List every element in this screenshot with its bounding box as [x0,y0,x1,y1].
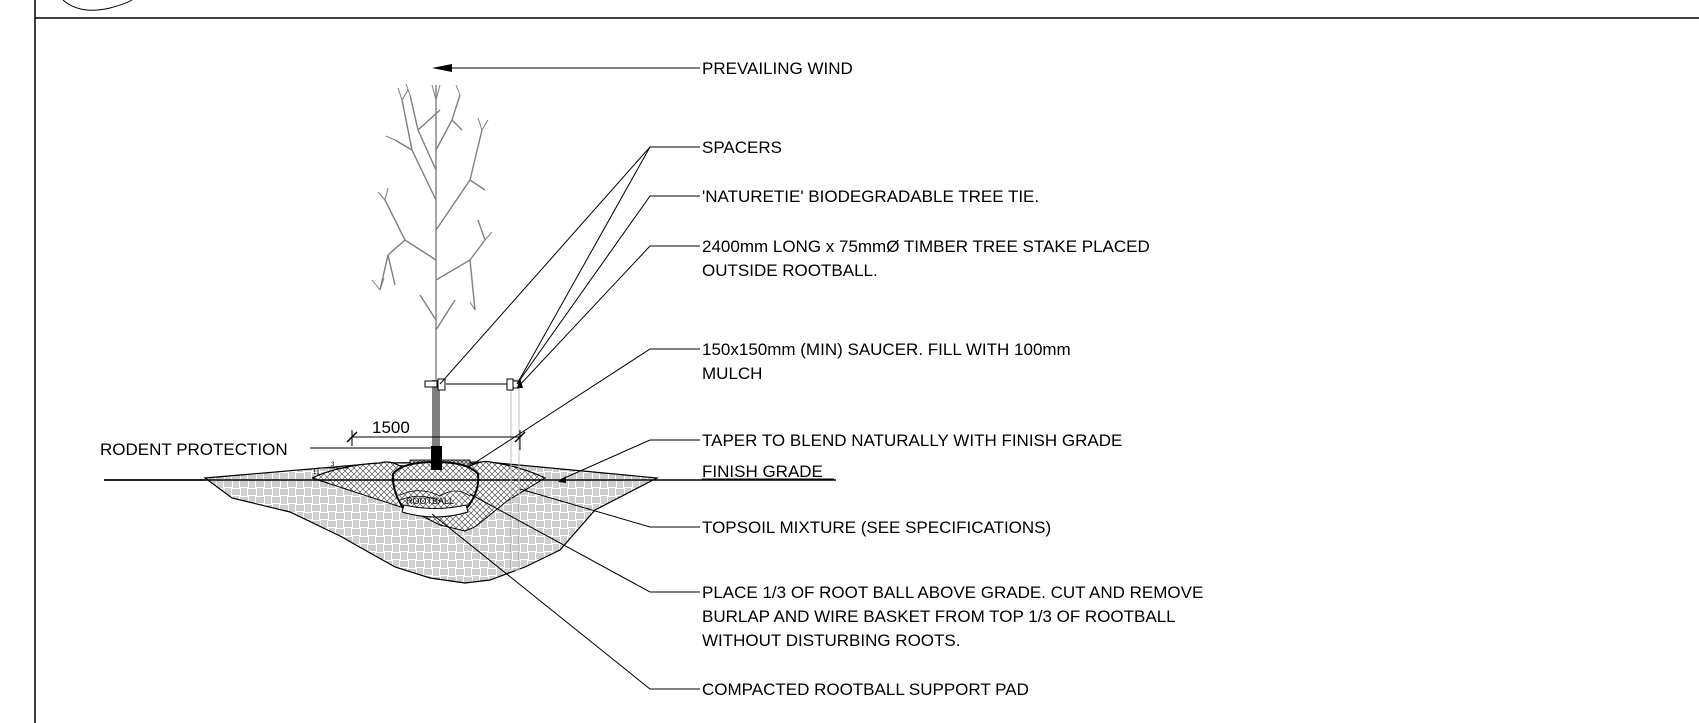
topsoil-mixture-area [203,461,660,584]
label-naturetie: 'NATURETIE' BIODEGRADABLE TREE TIE. [702,187,1039,206]
annotation-labels: PREVAILING WIND SPACERS 'NATURETIE' BIOD… [100,59,1203,699]
label-stake-line2: OUTSIDE ROOTBALL. [702,261,878,280]
label-place-line1: PLACE 1/3 OF ROOT BALL ABOVE GRADE. CUT … [702,583,1203,602]
label-topsoil: TOPSOIL MIXTURE (SEE SPECIFICATIONS) [702,518,1051,537]
label-place-line2: BURLAP AND WIRE BASKET FROM TOP 1/3 OF R… [702,607,1176,626]
label-stake-line1: 2400mm LONG x 75mmØ TIMBER TREE STAKE PL… [702,237,1150,256]
slope-indicator: 3 1 [313,462,348,476]
soil-section: ROOTBALL [104,459,836,584]
label-taper: TAPER TO BLEND NATURALLY WITH FINISH GRA… [702,431,1122,450]
label-finish-grade: FINISH GRADE [702,462,823,481]
spacer-stake [506,378,514,391]
tree [371,83,493,466]
label-rodent-protection: RODENT PROTECTION [100,440,288,459]
label-pad: COMPACTED ROOTBALL SUPPORT PAD [702,680,1029,699]
rodent-protection-guard [431,446,442,470]
dimension-value: 1500 [372,418,410,437]
label-saucer-line2: MULCH [702,364,762,383]
rootball-label: ROOTBALL [406,496,454,506]
label-place-line3: WITHOUT DISTURBING ROOTS. [702,631,960,650]
timber-stake [510,379,520,571]
spacer-tree [424,380,438,388]
label-prevailing-wind: PREVAILING WIND [702,59,853,78]
svg-text:1: 1 [313,470,317,476]
leader-lines [310,64,700,690]
drawing-frame [34,0,1699,723]
label-saucer-line1: 150x150mm (MIN) SAUCER. FILL WITH 100mm [702,340,1071,359]
tree-stake-assembly [424,378,520,571]
svg-text:3: 3 [331,462,335,468]
label-spacers: SPACERS [702,138,782,157]
tree-trunk [432,380,440,466]
